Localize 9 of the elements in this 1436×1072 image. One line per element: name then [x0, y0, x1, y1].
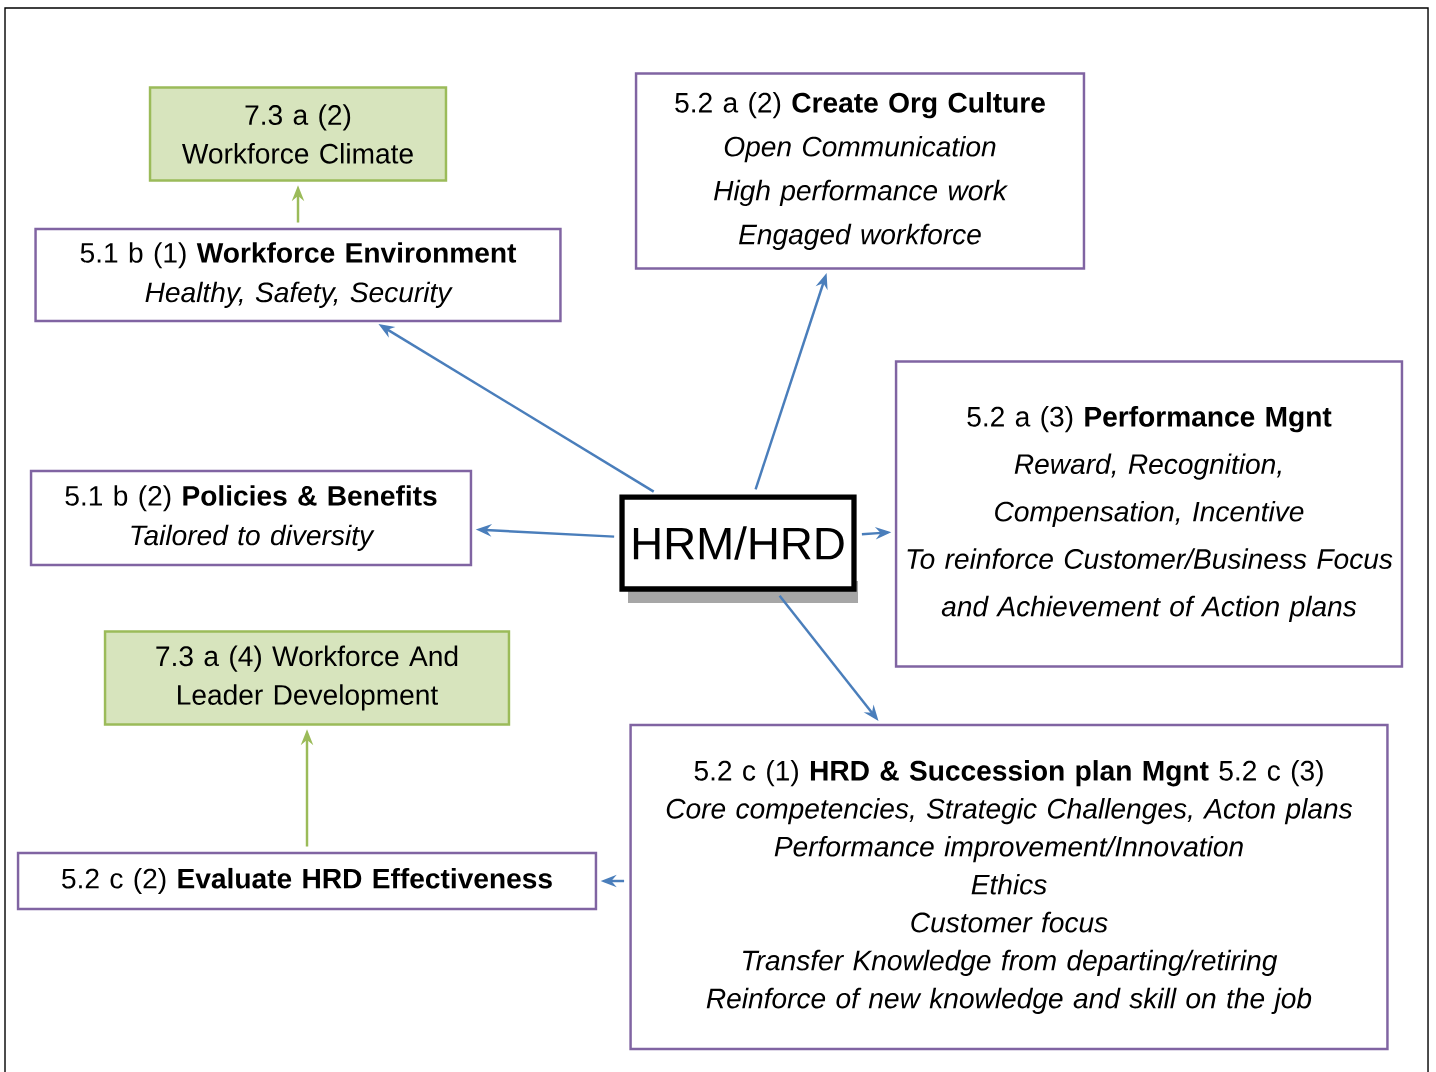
topic-box: 5.1 b (2) Policies & Benefits Tailored to diversity: [29, 469, 473, 567]
objective-box: 7.3 a (2) Workforce Climate: [148, 86, 448, 182]
objective-box: 7.3 a (4) Workforce And Leader Development: [103, 630, 511, 726]
topic-box: 5.2 a (2) Create Org Culture Open Communication High performance work Engaged workforce: [634, 72, 1086, 270]
hub-box: HRM/HRD: [619, 494, 858, 603]
topic-box: 5.2 a (3) Performance Mgnt Reward, Recognition, Compensation, Incentive To reinforce Customer/Business Focus and Achievement of Action plans: [894, 360, 1404, 668]
topic-box: 5.1 b (1) Workforce Environment Healthy, Safety, Security: [34, 227, 562, 323]
topic-box: 5.2 c (1) HRD & Succession plan Mgnt 5.2 c (3) Core competencies, Strategic Challenges, Acton plans Performance improvement/Innovation Ethics Customer focus Transfer Knowledge from departing/retiring Reinforce of new knowledge and skill on the job: [629, 723, 1389, 1051]
topic-box: 5.2 c (2) Evaluate HRD Effectiveness: [16, 851, 598, 911]
